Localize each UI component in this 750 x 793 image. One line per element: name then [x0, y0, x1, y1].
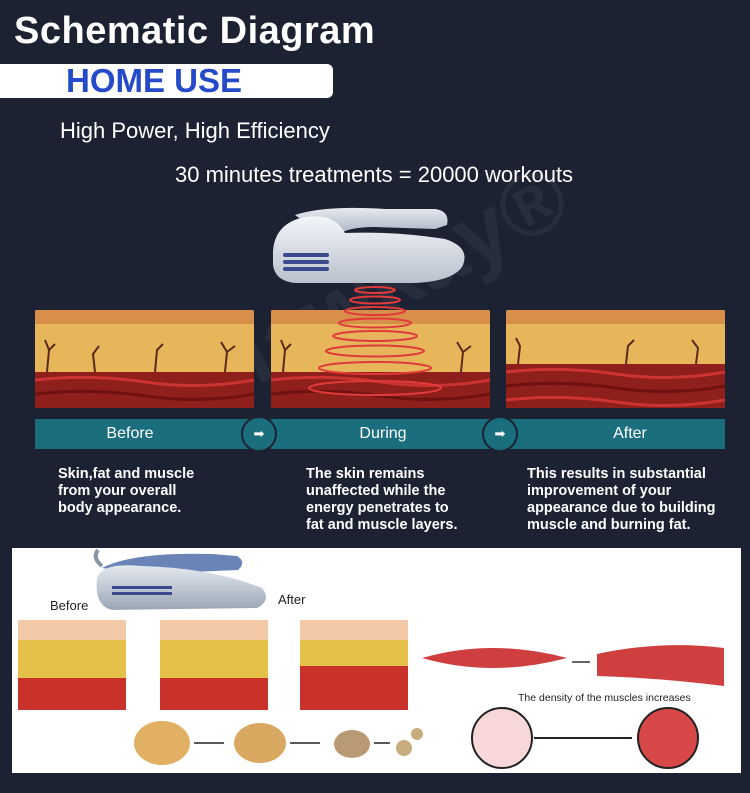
before-tissue-image [35, 310, 254, 408]
page-title: Schematic Diagram [14, 10, 376, 52]
energy-wave-rings [308, 286, 442, 396]
illustration-after-label: After [278, 592, 306, 607]
step-desc-during: The skin remains unaffected while the en… [306, 466, 458, 533]
muscle-density-caption: The density of the muscles increases [518, 692, 691, 704]
step-bar-before [35, 419, 254, 449]
illustration-before-label: Before [50, 598, 89, 613]
home-use-label: HOME USE [66, 62, 243, 99]
step-bar-after [506, 419, 725, 449]
step-label-during: During [359, 425, 407, 442]
device-icon [273, 207, 465, 283]
step-label-before: Before [106, 425, 154, 442]
home-use-banner [0, 64, 333, 98]
illustration-graphics [18, 548, 724, 769]
during-tissue-image [271, 310, 490, 408]
tagline-power: High Power, High Efficiency [60, 118, 330, 143]
arrow-right-icon: ➡ [482, 416, 518, 452]
arrow-right-icon: ➡ [241, 416, 277, 452]
step-label-after: After [613, 425, 647, 442]
step-desc-before: Skin,fat and muscle from your overall bo… [58, 466, 195, 516]
step-desc-after: This results in substantial improvement … [527, 466, 716, 533]
after-tissue-image [506, 310, 725, 408]
tagline-workouts: 30 minutes treatments = 20000 workouts [175, 162, 574, 187]
step-bar-during [271, 419, 490, 449]
